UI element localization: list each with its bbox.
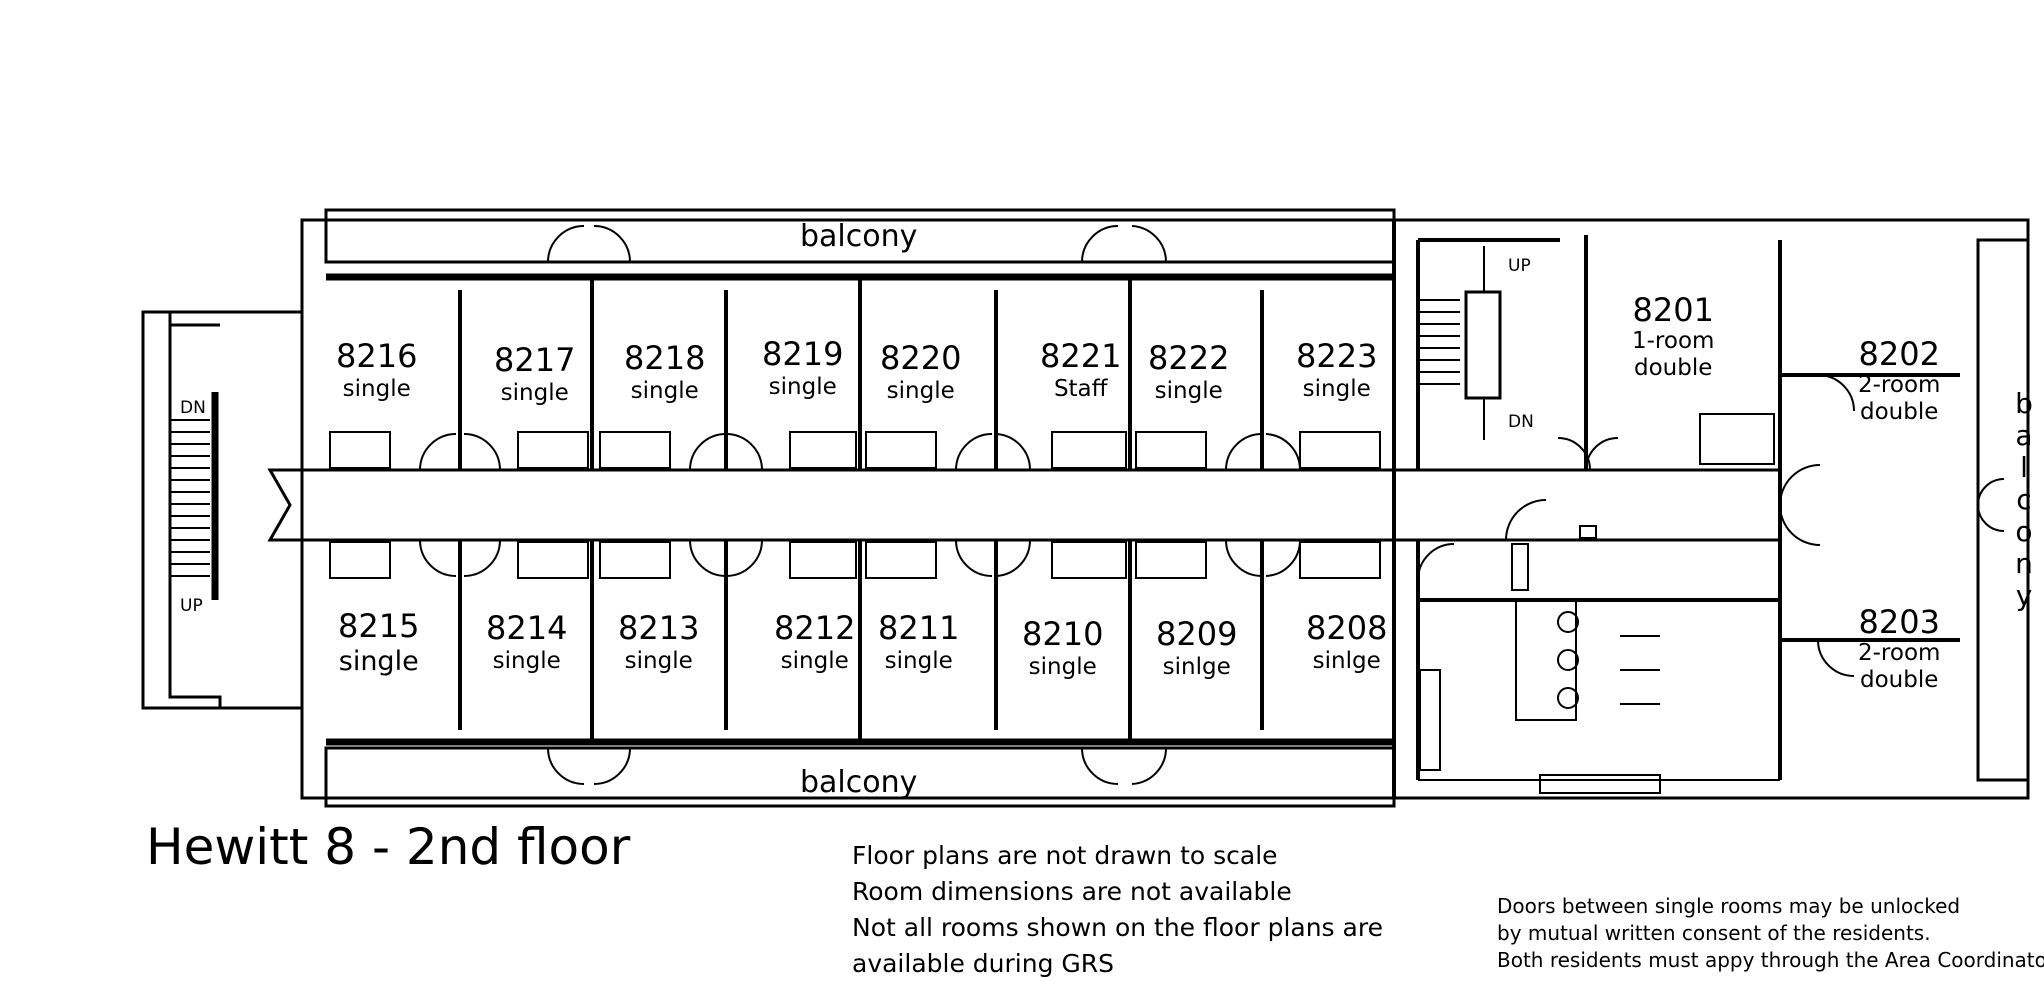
room-partitions — [458, 220, 1960, 798]
balcony-label-top: balcony — [800, 219, 918, 254]
stair-label-right-dn: DN — [1508, 412, 1534, 432]
restroom-fixtures — [1418, 525, 1780, 781]
stair-label-left-dn: DN — [180, 398, 206, 418]
balcony-label-bottom: balcony — [800, 765, 918, 800]
room-8201: 8201 1-room double — [1632, 291, 1715, 381]
door-notes: Doors between single rooms may be unlock… — [1497, 894, 2044, 972]
furniture — [329, 413, 1775, 794]
room-8202: 8202 2-room double — [1858, 335, 1941, 425]
room-8203: 8203 2-room double — [1858, 603, 1941, 693]
building-outline — [141, 208, 2030, 808]
stair-treads-left — [170, 419, 210, 577]
page-title: Hewitt 8 - 2nd floor — [146, 818, 631, 876]
stair-label-right-up: UP — [1508, 256, 1531, 276]
door-swings — [419, 225, 2005, 785]
stair-label-left-up: UP — [180, 596, 203, 616]
stair-treads-right — [1420, 246, 1502, 440]
